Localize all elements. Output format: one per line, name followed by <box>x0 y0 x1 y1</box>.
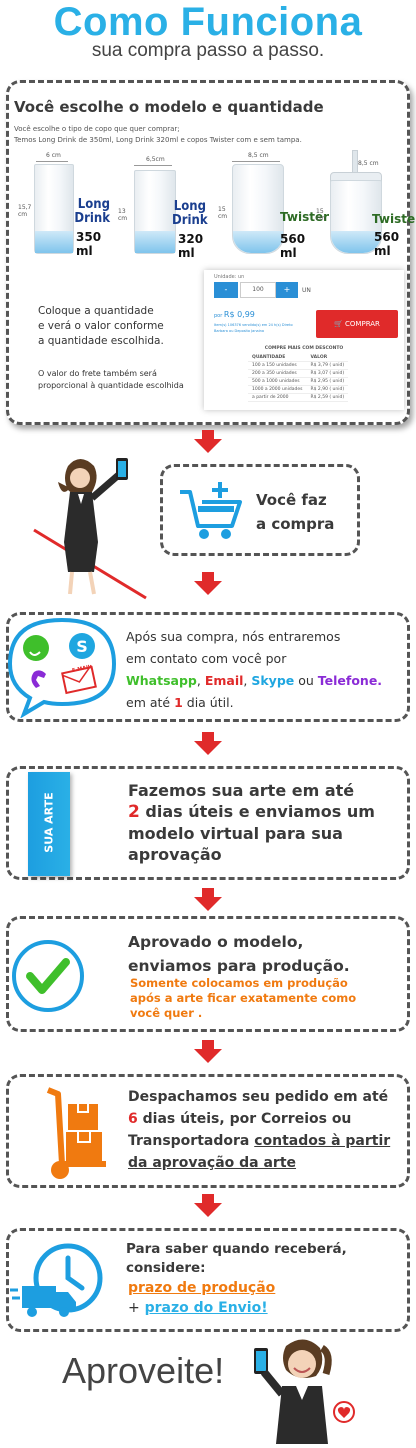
step2-text: Você faz a compra <box>256 491 335 533</box>
qty-minus-button[interactable]: - <box>214 282 238 298</box>
cart-plus-icon <box>176 476 246 548</box>
cup-image <box>34 164 74 254</box>
cup-twister-lid: 8,5 cm 15 cm Twister 560 ml <box>316 150 416 258</box>
freight-explain: O valor do frete também será proporciona… <box>38 369 184 390</box>
cup-twister-no-lid: 8,5 cm 15 cm Twister 560 ml <box>218 150 329 260</box>
hand-truck-icon <box>44 1086 110 1186</box>
discount-title: COMPRE MAIS COM DESCONTO <box>264 346 344 351</box>
step5-text: Aprovado o modelo, enviamos para produçã… <box>128 933 350 975</box>
cup-volume: 560 ml <box>280 232 306 260</box>
step4-text: Fazemos sua arte em até 2 dias úteis e e… <box>128 781 375 864</box>
page-subtitle: sua compra passo a passo. <box>91 40 325 61</box>
skype-icon <box>69 633 95 659</box>
qty-plus-button[interactable]: + <box>276 282 298 298</box>
unit-suffix: UN <box>302 287 311 294</box>
cup-width: 8,5 cm <box>358 160 379 167</box>
cup-width: 8,5 cm <box>248 152 269 159</box>
step6-box <box>6 1074 410 1188</box>
step1-title: Você escolhe o modelo e quantidade <box>14 98 324 116</box>
cup-height: 13 cm <box>118 208 128 222</box>
cup-height: 15,7 cm <box>18 204 32 218</box>
art-badge: SUA ARTE <box>28 772 70 876</box>
page-title: Como Funciona <box>53 0 363 44</box>
cup-height: 15 cm <box>316 208 326 222</box>
cup-height: 15 cm <box>218 206 228 220</box>
check-icon <box>10 938 86 1018</box>
cup-name: Twister <box>372 212 416 226</box>
contact-bubble-illustration: S E-MAIL <box>2 612 120 719</box>
qty-explain: Coloque a quantidade e verá o valor conf… <box>38 305 164 347</box>
step3-text: Após sua compra, nós entraremos em conta… <box>126 629 383 710</box>
step4-box <box>6 766 410 880</box>
purchase-widget: Unidade: un - 100 + UN por R$ 0,99 Item(… <box>204 270 404 410</box>
fast-delivery-icon <box>10 1238 110 1332</box>
price: por R$ 0,99 <box>214 310 255 319</box>
phone-icon <box>31 670 46 688</box>
cup-volume: 350 ml <box>76 230 102 258</box>
svg-text:S: S <box>76 637 88 656</box>
cup-image <box>232 164 284 254</box>
buy-button[interactable]: 🛒 COMPRAR <box>316 310 398 338</box>
cup-width: 6,5cm <box>146 156 165 163</box>
heart-icon <box>337 1407 351 1418</box>
cup-image <box>134 170 176 254</box>
footer-text: Aproveite! <box>62 1350 225 1391</box>
cup-volume: 560 ml <box>374 230 400 258</box>
shipping-term: + prazo do Envio! <box>128 1300 268 1316</box>
step7-text: Para saber quando receberá, considere: <box>126 1241 347 1276</box>
cup-image <box>330 180 382 254</box>
cup-volume: 320 ml <box>178 232 204 260</box>
step1-desc-2: Temos Long Drink de 350ml, Long Drink 32… <box>14 136 302 144</box>
happy-woman-illustration <box>236 1334 366 1444</box>
woman-with-phone-illustration <box>28 452 158 602</box>
production-term: prazo de produção <box>128 1280 276 1296</box>
email-icon <box>61 665 97 695</box>
qty-input[interactable]: 100 <box>240 282 276 298</box>
unit-label: Unidade: un <box>214 274 245 280</box>
cart-icon: 🛒 <box>334 320 343 328</box>
cup-width: 6 cm <box>46 152 61 159</box>
art-badge-label: SUA ARTE <box>42 792 56 853</box>
whatsapp-icon <box>23 635 49 661</box>
step6-text: Despachamos seu pedido em até 6 dias úte… <box>128 1089 391 1171</box>
step1-desc-1: Você escolhe o tipo de copo que quer com… <box>14 125 180 133</box>
stock-info: Item(s) 106376 vendido(s) em 24 h(s) Dir… <box>214 323 293 333</box>
cup-name: Twister <box>280 210 330 224</box>
step5-note: Somente colocamos em produção após a art… <box>130 976 357 1020</box>
